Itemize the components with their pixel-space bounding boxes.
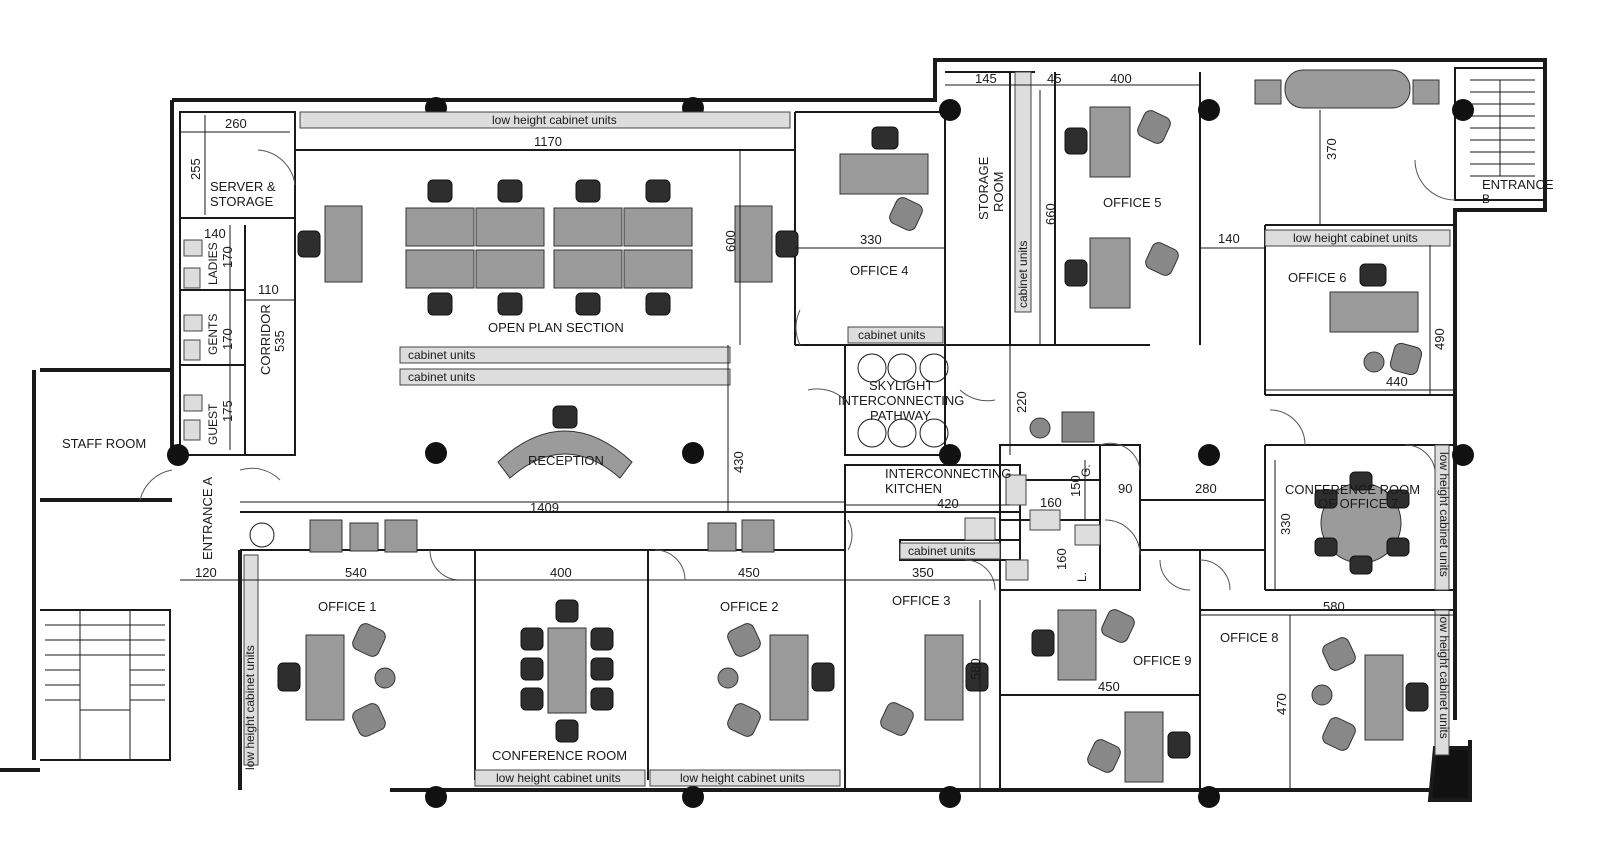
- dim-170a: 170: [220, 246, 235, 268]
- label-ladies: LADIES: [206, 242, 220, 285]
- label-office-4: OFFICE 4: [850, 263, 909, 278]
- label-g-mark: G.: [1079, 464, 1093, 477]
- stairs-a: [45, 610, 165, 760]
- label-low-cab-right2: low height cabinet units: [1437, 614, 1451, 739]
- dim-120: 120: [195, 565, 217, 580]
- dim-90: 90: [1118, 481, 1132, 496]
- dim-170b: 170: [220, 328, 235, 350]
- label-cab-office4: cabinet units: [858, 328, 925, 342]
- label-office-6: OFFICE 6: [1288, 270, 1347, 285]
- label-low-cab-office6: low height cabinet units: [1293, 231, 1418, 245]
- furniture: [183, 69, 1440, 783]
- dim-160a: 160: [1040, 495, 1062, 510]
- dimension-lines: [180, 84, 1455, 790]
- dim-660: 660: [1043, 203, 1058, 225]
- label-office-7b: OF OFFICE 7: [1318, 496, 1398, 511]
- label-office-5: OFFICE 5: [1103, 195, 1162, 210]
- label-cab-1: cabinet units: [408, 348, 475, 362]
- dim-140b: 140: [1218, 231, 1240, 246]
- dim-140a: 140: [204, 226, 226, 241]
- room-labels: SERVER & STORAGE LADIES GENTS GUEST CORR…: [62, 156, 1554, 763]
- dim-490: 490: [1432, 328, 1447, 350]
- label-office-1: OFFICE 1: [318, 599, 377, 614]
- label-office-9: OFFICE 9: [1133, 653, 1192, 668]
- label-office-8: OFFICE 8: [1220, 630, 1279, 645]
- label-conference: CONFERENCE ROOM: [492, 748, 627, 763]
- dim-220: 220: [1014, 391, 1029, 413]
- label-staff-room: STAFF ROOM: [62, 436, 146, 451]
- dim-400a: 400: [1110, 71, 1132, 86]
- dim-330b: 330: [1278, 513, 1293, 535]
- dim-370: 370: [1324, 138, 1339, 160]
- dim-150: 150: [1068, 475, 1083, 497]
- dim-160b: 160: [1054, 548, 1069, 570]
- label-low-cab-top: low height cabinet units: [492, 113, 617, 127]
- label-skylight-3: PATHWAY: [870, 408, 931, 423]
- dim-1170: 1170: [534, 134, 562, 149]
- dim-580b: 580: [1323, 599, 1345, 614]
- dim-45: 45: [1047, 71, 1061, 86]
- dim-580a: 580: [968, 658, 983, 680]
- label-entrance-b-1: ENTRANCE: [1482, 177, 1554, 192]
- label-cab-office3: cabinet units: [908, 544, 975, 558]
- dim-440: 440: [1386, 374, 1408, 389]
- label-storage-2: ROOM: [991, 172, 1006, 212]
- label-gents: GENTS: [206, 314, 220, 355]
- doors: [139, 149, 1456, 591]
- dim-540: 540: [345, 565, 367, 580]
- dim-145: 145: [975, 71, 997, 86]
- dim-470: 470: [1274, 693, 1289, 715]
- dim-450a: 450: [738, 565, 760, 580]
- label-guest: GUEST: [206, 403, 220, 445]
- stairs-b: [1470, 79, 1535, 177]
- dim-430: 430: [731, 451, 746, 473]
- label-entrance-b-2: B: [1482, 192, 1490, 206]
- label-cab-2: cabinet units: [408, 370, 475, 384]
- dim-330a: 330: [860, 232, 882, 247]
- dim-260: 260: [225, 116, 247, 131]
- fixture-labels: low height cabinet units low height cabi…: [243, 113, 1451, 785]
- label-low-cab-right1: low height cabinet units: [1437, 452, 1451, 577]
- label-corridor: CORRIDOR: [258, 304, 273, 375]
- dim-600: 600: [723, 230, 738, 252]
- dim-535: 535: [272, 330, 287, 352]
- cabinets: [243, 71, 1451, 787]
- label-l-mark: L.: [1075, 572, 1089, 582]
- label-low-cab-conf: low height cabinet units: [496, 771, 621, 785]
- label-reception: RECEPTION: [528, 453, 604, 468]
- dim-1409: 1409: [530, 500, 559, 515]
- label-open-plan: OPEN PLAN SECTION: [488, 320, 624, 335]
- label-server-2: STORAGE: [210, 194, 274, 209]
- label-skylight-1: SKYLIGHT: [869, 378, 933, 393]
- label-kitchen-1: INTERCONNECTING: [885, 466, 1011, 481]
- dim-175: 175: [220, 400, 235, 422]
- label-office-2: OFFICE 2: [720, 599, 779, 614]
- label-storage-1: STORAGE: [976, 156, 991, 220]
- dim-420: 420: [937, 496, 959, 511]
- dim-280: 280: [1195, 481, 1217, 496]
- label-skylight-2: INTERCONNECTING: [838, 393, 964, 408]
- dim-450b: 450: [1098, 679, 1120, 694]
- outer-walls: [0, 58, 1547, 802]
- label-cab-storage: cabinet units: [1016, 241, 1030, 308]
- dim-350: 350: [912, 565, 934, 580]
- label-low-cab-left: low height cabinet units: [243, 645, 257, 770]
- dim-255: 255: [188, 158, 203, 180]
- label-entrance-a: ENTRANCE A: [200, 477, 215, 560]
- label-office-7a: CONFERENCE ROOM: [1285, 482, 1420, 497]
- dimension-labels: 260 1170 255 140 170 110 535 170 175 600…: [188, 71, 1447, 715]
- dim-110: 110: [258, 282, 279, 297]
- label-server-1: SERVER &: [210, 179, 276, 194]
- label-office-3: OFFICE 3: [892, 593, 951, 608]
- label-low-cab-office2: low height cabinet units: [680, 771, 805, 785]
- label-kitchen-2: KITCHEN: [885, 481, 942, 496]
- dim-400b: 400: [550, 565, 572, 580]
